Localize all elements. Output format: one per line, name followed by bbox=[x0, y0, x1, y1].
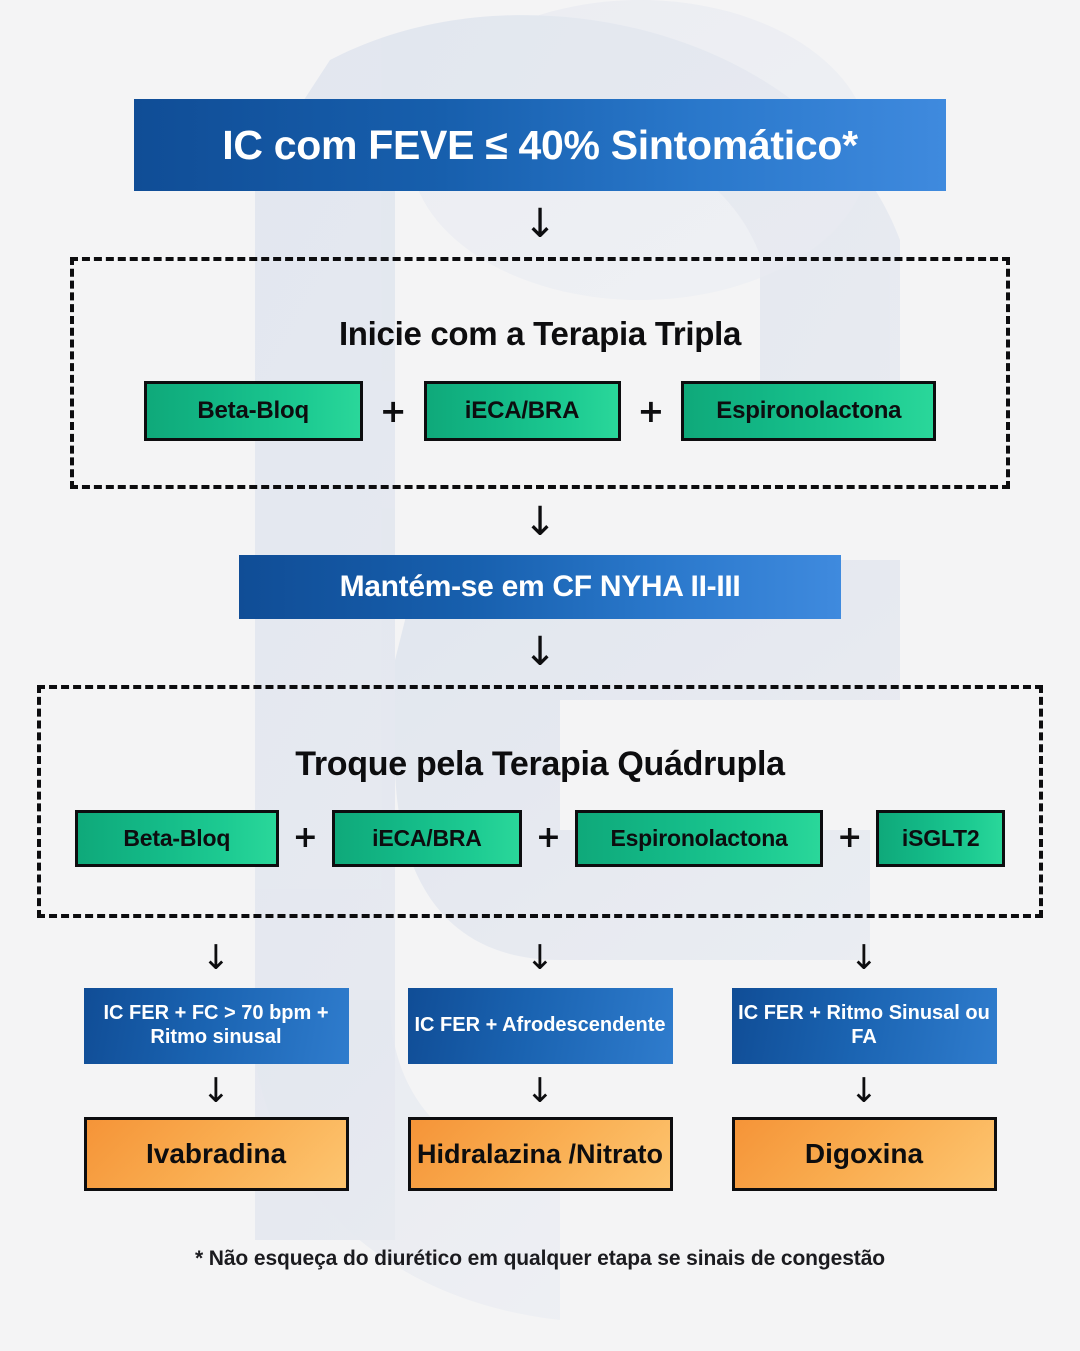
branch-condition-box: IC FER + FC > 70 bpm + Ritmo sinusal bbox=[83, 988, 349, 1064]
drug-box-espironolactona: Espironolactona bbox=[681, 381, 937, 441]
branch-condition-box: IC FER + Ritmo Sinusal ou FA bbox=[731, 988, 997, 1064]
branch-condition-box: IC FER + Afrodescendente bbox=[407, 988, 673, 1064]
branch-arrow-row: ↓ ↓ ↓ bbox=[0, 931, 1080, 984]
quadruple-therapy-heading: Troque pela Terapia Quádrupla bbox=[295, 744, 785, 783]
drug-box-ieca-bra: iECA/BRA bbox=[331, 809, 522, 867]
arrow-down-icon: ↓ bbox=[849, 938, 879, 978]
drug-box-ieca-bra: iECA/BRA bbox=[423, 381, 621, 441]
drug-box-isglt2: iSGLT2 bbox=[876, 809, 1006, 867]
triple-therapy-heading: Inicie com a Terapia Tripla bbox=[338, 315, 742, 352]
plus-separator-icon: + bbox=[379, 392, 407, 430]
nyha-status-banner: Mantém-se em CF NYHA II-III bbox=[239, 555, 841, 619]
arrow-down-icon: ↓ bbox=[523, 629, 557, 675]
quadruple-therapy-drug-row: Beta-Bloq + iECA/BRA + Espironolactona +… bbox=[74, 809, 1006, 867]
plus-separator-icon: + bbox=[292, 820, 318, 855]
branch-hidralazina-nitrato: IC FER + Afrodescendente ↓ Hidralazina /… bbox=[378, 988, 702, 1191]
drug-box-espironolactona: Espironolactona bbox=[575, 809, 824, 867]
arrow-down-icon: ↓ bbox=[201, 938, 231, 978]
plus-separator-icon: + bbox=[637, 392, 665, 430]
drug-box-beta-bloq: Beta-Bloq bbox=[143, 381, 363, 441]
footnote-text: * Não esqueça do diurético em qualquer e… bbox=[194, 1247, 885, 1270]
arrow-down-icon: ↓ bbox=[523, 499, 557, 545]
arrow-down-icon: ↓ bbox=[849, 1071, 879, 1111]
branch-digoxina: IC FER + Ritmo Sinusal ou FA ↓ Digoxina bbox=[702, 988, 1026, 1191]
branch-drug-box-digoxina: Digoxina bbox=[731, 1117, 997, 1191]
plus-separator-icon: + bbox=[535, 820, 562, 855]
branch-drug-box-ivabradina: Ivabradina bbox=[83, 1117, 349, 1191]
branch-ivabradina: IC FER + FC > 70 bpm + Ritmo sinusal ↓ I… bbox=[54, 988, 378, 1191]
arrow-down-icon: ↓ bbox=[201, 1071, 231, 1111]
arrow-down-icon: ↓ bbox=[525, 938, 555, 978]
plus-separator-icon: + bbox=[837, 820, 863, 855]
quadruple-therapy-panel: Troque pela Terapia Quádrupla Beta-Bloq … bbox=[37, 685, 1043, 918]
triple-therapy-drug-row: Beta-Bloq + iECA/BRA + Espironolactona bbox=[143, 381, 937, 441]
page-title: IC com FEVE ≤ 40% Sintomático* bbox=[134, 99, 946, 191]
arrow-down-icon: ↓ bbox=[525, 1071, 555, 1111]
branch-drug-box-hidralazina-nitrato: Hidralazina /Nitrato bbox=[407, 1117, 673, 1191]
arrow-down-icon: ↓ bbox=[523, 201, 557, 247]
branch-row: IC FER + FC > 70 bpm + Ritmo sinusal ↓ I… bbox=[0, 988, 1080, 1191]
triple-therapy-panel: Inicie com a Terapia Tripla Beta-Bloq + … bbox=[70, 257, 1010, 489]
drug-box-beta-bloq: Beta-Bloq bbox=[74, 809, 279, 867]
